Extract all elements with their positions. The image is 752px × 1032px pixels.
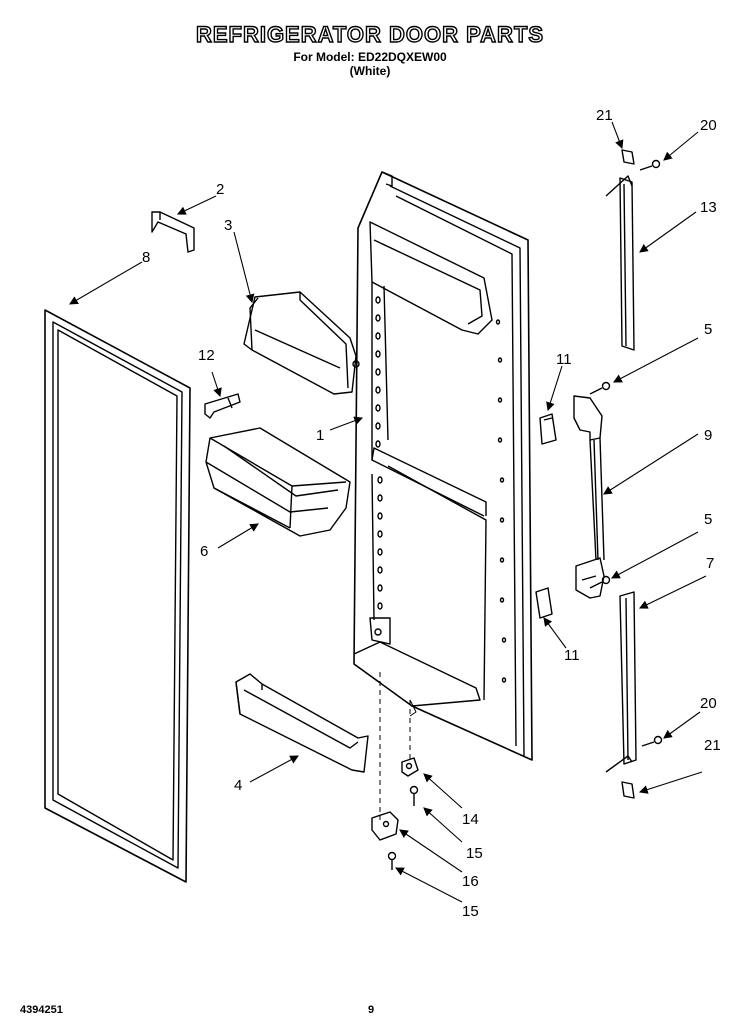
color-line: (White): [349, 64, 391, 78]
callout-11-lower: 11: [564, 647, 580, 664]
leader-lines: [69, 121, 707, 903]
screw-part-20-upper: [639, 159, 661, 171]
handle-screw-part-5-upper: [589, 381, 611, 395]
door-gasket-part-8: [44, 309, 191, 883]
callout-3: 3: [224, 217, 232, 234]
callout-labels: 2 3 8 12 1 6 4 21 20 13 5 11 9 5 7 11 20…: [142, 107, 721, 920]
screw-part-15-lower: [387, 851, 397, 870]
callout-1: 1: [316, 427, 324, 444]
callout-16: 16: [462, 873, 479, 890]
callout-6: 6: [200, 543, 208, 560]
callout-2: 2: [216, 181, 224, 198]
callout-9: 9: [704, 427, 712, 444]
screw-part-20-lower: [641, 735, 663, 747]
page-title: REFRIGERATOR DOOR PARTS: [195, 21, 545, 47]
door-handle-part-9: [573, 395, 605, 599]
callout-14: 14: [462, 811, 479, 828]
callout-20-lower: 20: [700, 695, 717, 712]
door-bin-part-6: [205, 427, 351, 537]
callout-4: 4: [234, 777, 242, 794]
callout-11-upper: 11: [556, 351, 572, 368]
clip-part-12: [204, 393, 241, 419]
dairy-door-part-3: [243, 291, 360, 395]
model-line: For Model: ED22DQXEW00: [293, 50, 447, 64]
screw-part-15-upper: [409, 785, 419, 806]
callout-7: 7: [706, 555, 714, 572]
callout-21-lower: 21: [704, 737, 721, 754]
door-liner-part-1: [353, 171, 533, 761]
document-number: 4394251: [20, 1004, 63, 1016]
shelf-bar-part-4: [235, 673, 369, 773]
handle-screw-part-5-lower: [589, 575, 611, 589]
trim-strip-part-7: [605, 591, 637, 773]
callout-8: 8: [142, 249, 150, 266]
callout-15-lower: 15: [462, 903, 479, 920]
bracket-part-2: [151, 211, 195, 253]
end-cap-part-21-lower: [621, 781, 635, 799]
callout-5-lower: 5: [704, 511, 712, 528]
callout-13: 13: [700, 199, 717, 216]
page-number: 9: [368, 1004, 375, 1016]
handle-clip-part-11-lower: [535, 587, 553, 619]
callout-20-upper: 20: [700, 117, 717, 134]
bottom-hinge-part-16: [371, 811, 399, 841]
callout-21-upper: 21: [596, 107, 613, 124]
hinge-pin-part-14: [401, 757, 419, 777]
end-cap-part-21-upper: [621, 149, 635, 165]
handle-clip-part-11-upper: [539, 413, 557, 445]
callout-5-upper: 5: [704, 321, 712, 338]
shelf-adjustment-holes: [375, 296, 507, 683]
trim-strip-part-13: [605, 175, 635, 351]
callout-15-upper: 15: [466, 845, 483, 862]
callout-12: 12: [198, 347, 215, 364]
